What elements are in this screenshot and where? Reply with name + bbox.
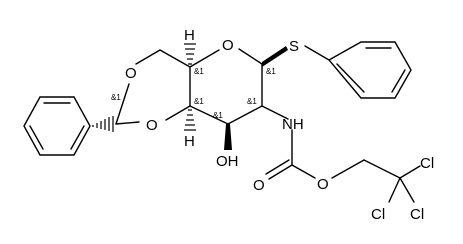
atom-o-carbonyl: O bbox=[253, 177, 265, 194]
bond bbox=[399, 177, 415, 203]
atom-o-dioxane-top: O bbox=[125, 65, 137, 82]
bond bbox=[165, 105, 191, 121]
bond bbox=[115, 121, 140, 125]
stereo-label-c1: &1 bbox=[266, 67, 276, 76]
dioxane-ring bbox=[115, 49, 191, 125]
bond bbox=[388, 177, 401, 203]
bond bbox=[23, 96, 91, 156]
atom-cl-bottom-left: Cl bbox=[371, 206, 385, 223]
atom-o-ring: O bbox=[222, 37, 234, 54]
atom-s-thio: S bbox=[289, 38, 299, 55]
stereo-label-acetal: &1 bbox=[111, 93, 121, 102]
stereo-label-c4: &1 bbox=[194, 97, 204, 106]
bond bbox=[29, 125, 44, 150]
atom-cl-bottom-right: Cl bbox=[410, 206, 424, 223]
bond bbox=[391, 69, 406, 93]
phenyl-ring-right bbox=[304, 41, 412, 99]
bond bbox=[327, 41, 412, 99]
atom-nh: NH bbox=[282, 116, 304, 133]
stereo-label-c2: &1 bbox=[247, 97, 257, 106]
bond bbox=[331, 159, 365, 179]
bond bbox=[238, 48, 263, 65]
bond bbox=[336, 63, 365, 93]
bond bbox=[399, 165, 421, 179]
atom-cl-top: Cl bbox=[420, 155, 434, 172]
wedge-bond bbox=[224, 124, 232, 150]
atom-o-ester: O bbox=[317, 176, 329, 193]
bond bbox=[363, 159, 401, 179]
pyranose-ring bbox=[189, 48, 263, 125]
hashed-bond bbox=[92, 116, 114, 132]
hashed-bond-h-top bbox=[184, 43, 196, 65]
hashed-bond-h-bottom bbox=[184, 109, 196, 131]
bond bbox=[189, 49, 220, 68]
bond bbox=[115, 83, 130, 125]
atom-h-bottom: H bbox=[184, 133, 195, 150]
stereo-label-c5: &1 bbox=[194, 67, 204, 76]
bond bbox=[261, 105, 289, 120]
bond bbox=[291, 164, 316, 179]
phenyl-ring-left bbox=[23, 96, 91, 156]
bond bbox=[304, 45, 330, 61]
bond bbox=[189, 105, 229, 125]
wedge-bond bbox=[262, 46, 288, 67]
atom-oh: OH bbox=[216, 153, 239, 170]
bond bbox=[135, 49, 161, 65]
atom-h-top: H bbox=[184, 27, 195, 44]
bond bbox=[268, 164, 293, 180]
bond bbox=[265, 159, 290, 175]
bond bbox=[159, 49, 191, 68]
bond bbox=[70, 125, 85, 150]
atom-o-dioxane-bottom: O bbox=[146, 117, 158, 134]
stereo-label-c3: &1 bbox=[213, 111, 223, 120]
carbamate-chain bbox=[265, 129, 421, 203]
bond bbox=[227, 105, 263, 125]
